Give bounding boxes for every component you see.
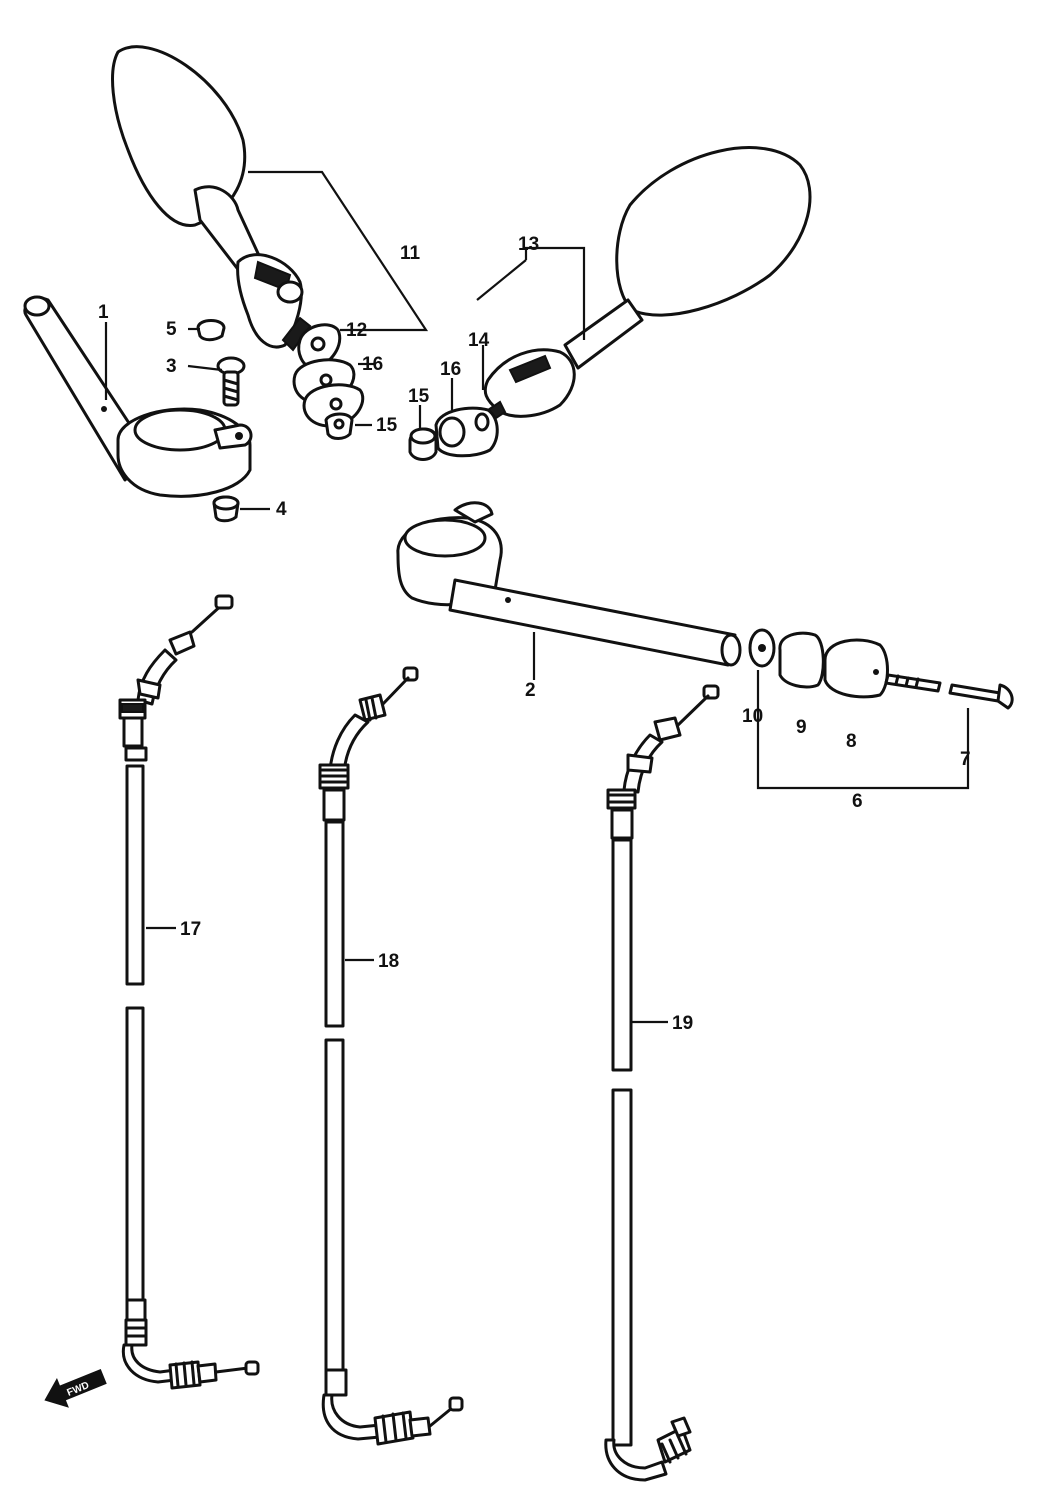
left-arrow-icon (44, 1368, 107, 1408)
callout-9: 9 (796, 717, 807, 738)
callout-16b: 16 (440, 359, 461, 380)
cable-18 (318, 666, 464, 1446)
callout-4: 4 (276, 499, 287, 520)
right-mirror (483, 146, 812, 424)
bar-end-weight-8 (823, 638, 942, 699)
nut-4 (212, 495, 240, 523)
callout-labels: 1 2 3 4 5 6 7 8 9 10 11 12 13 14 15 15 1… (98, 234, 971, 1034)
callout-6: 6 (852, 791, 863, 812)
left-handlebar (23, 295, 253, 498)
bar-end-9 (778, 631, 825, 689)
right-handlebar (396, 501, 742, 667)
callout-2: 2 (525, 680, 536, 701)
callout-18: 18 (378, 951, 399, 972)
callout-15b: 15 (376, 415, 398, 436)
callout-17: 17 (180, 919, 201, 940)
cable-19 (604, 684, 720, 1482)
callout-10: 10 (742, 706, 763, 727)
nut-15-left (324, 412, 354, 440)
cap-5 (196, 319, 226, 342)
callout-11: 11 (400, 243, 421, 264)
washer-10 (748, 628, 776, 668)
callout-13: 13 (518, 234, 539, 255)
left-mirror (111, 45, 312, 352)
callout-7: 7 (960, 749, 971, 770)
cable-17 (118, 594, 260, 1390)
callout-3: 3 (166, 356, 177, 377)
callout-8: 8 (846, 731, 857, 752)
callout-16a: 16 (362, 354, 383, 375)
nut-15-right (408, 427, 438, 461)
callout-19: 19 (672, 1013, 693, 1034)
bolt-7 (948, 683, 1014, 710)
front-direction-arrow: FWD (44, 1368, 107, 1408)
callout-5: 5 (166, 319, 177, 340)
callout-12: 12 (346, 320, 367, 341)
bracket-12 (297, 323, 342, 370)
callout-15a: 15 (408, 386, 430, 407)
screw-3 (216, 356, 246, 407)
callout-1: 1 (98, 302, 109, 323)
leader-lines (104, 170, 970, 1024)
callout-14: 14 (468, 330, 490, 351)
collar-16-right (434, 406, 499, 458)
